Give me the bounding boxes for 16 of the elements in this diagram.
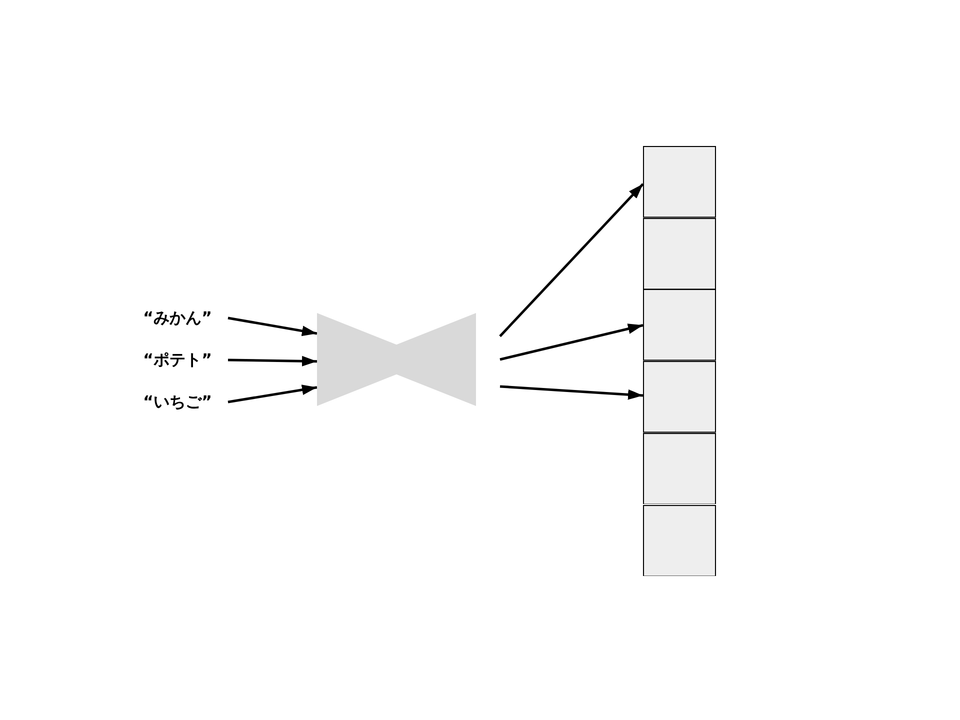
quoted-word: “いちご” bbox=[130, 391, 225, 413]
hash-function-shape bbox=[317, 313, 476, 406]
arrow bbox=[228, 384, 318, 404]
arrow bbox=[228, 356, 318, 366]
arrow bbox=[500, 324, 644, 361]
array-slot bbox=[643, 218, 716, 290]
array-slot bbox=[643, 289, 716, 362]
array-slot bbox=[643, 432, 716, 504]
array-slot bbox=[643, 146, 716, 218]
quoted-word: “みかん” bbox=[130, 307, 225, 329]
quoted-word: “ポテト” bbox=[130, 349, 225, 371]
arrow bbox=[500, 385, 644, 400]
arrow bbox=[228, 316, 318, 336]
arrow bbox=[499, 183, 644, 338]
array-slot bbox=[643, 504, 716, 576]
array-slot bbox=[643, 361, 716, 433]
